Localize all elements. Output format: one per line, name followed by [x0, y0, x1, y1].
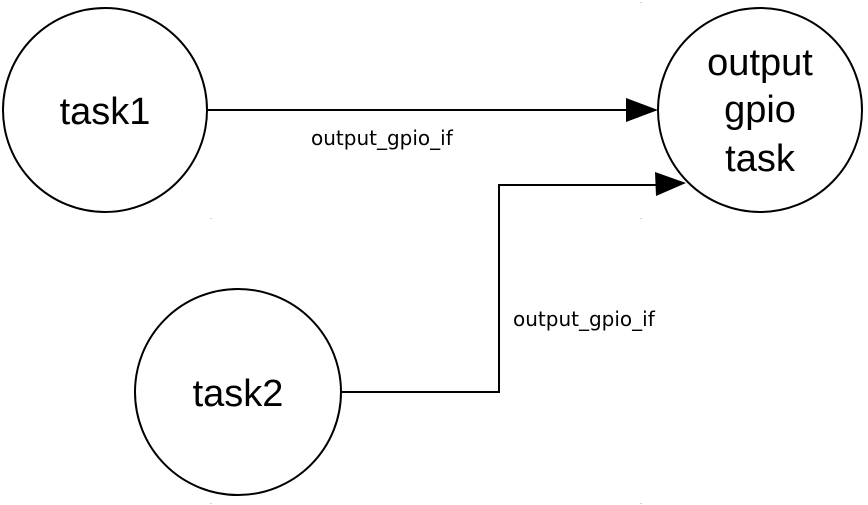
- connector-line: [341, 184, 658, 393]
- node-circle: [2, 7, 208, 213]
- arrowhead-icon: [655, 172, 686, 196]
- node-label-line: output: [707, 42, 813, 84]
- node-task1[interactable]: task1: [2, 7, 208, 213]
- background-grid: [210, 2, 642, 504]
- node-circle: [134, 288, 342, 496]
- node-label-line: gpio: [724, 89, 796, 131]
- edge-label: output_gpio_if: [311, 126, 454, 150]
- edge-label: output_gpio_if: [513, 307, 656, 331]
- node-label: task2: [193, 373, 284, 415]
- node-task2[interactable]: task2: [134, 288, 342, 496]
- edge-task1-to-output[interactable]: output_gpio_if: [207, 98, 658, 150]
- node-output-gpio-task[interactable]: output gpio task: [657, 7, 863, 213]
- node-label: task1: [60, 91, 151, 133]
- node-circle: [657, 7, 863, 213]
- node-label-line: task: [725, 138, 796, 180]
- edge-task2-to-output[interactable]: output_gpio_if: [341, 172, 686, 393]
- arrowhead-icon: [626, 98, 658, 122]
